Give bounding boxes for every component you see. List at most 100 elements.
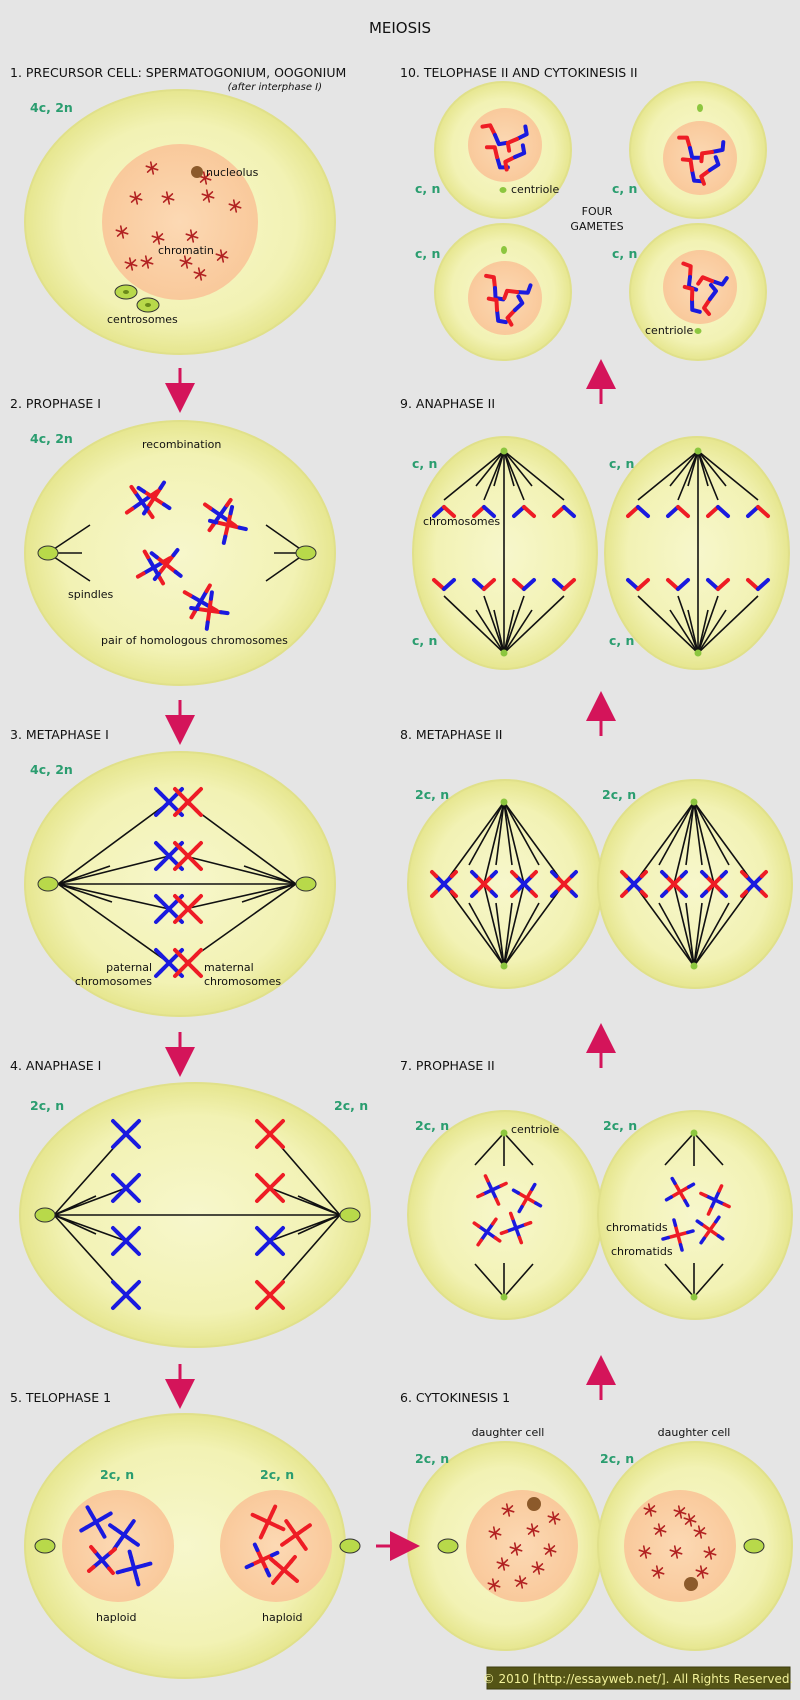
chromatin-mark (124, 257, 138, 271)
centrosome-left (34, 1207, 56, 1223)
spindle-fiber (687, 609, 699, 654)
chromatin-label: chromatin (158, 244, 214, 257)
centriole-dot (697, 104, 703, 112)
haploid-chromosome-sets (79, 1504, 312, 1587)
spindle-fiber (637, 450, 699, 501)
chromosome (173, 787, 203, 817)
spindle-fiber (669, 609, 699, 654)
nucleus (102, 144, 258, 300)
chromosome (250, 1504, 286, 1540)
spindle-fiber (493, 609, 505, 654)
stage-10-title: 10. TELOPHASE II AND CYTOKINESIS II (400, 65, 638, 80)
spindle-fiber (503, 450, 515, 487)
stage-6-ploidy-left: 2c, n (415, 1451, 449, 1466)
chromosome (173, 894, 203, 924)
chromatid (706, 578, 730, 591)
chromatid (505, 124, 529, 153)
centriole-dot (500, 962, 508, 970)
centriole-dot (499, 187, 507, 193)
chromosome (470, 870, 498, 898)
spindle-fiber (658, 801, 695, 866)
chromosome (620, 870, 648, 898)
centriole-dot (694, 649, 702, 657)
chromosome (740, 870, 768, 898)
chromatid (432, 505, 456, 518)
maternal-label-1: maternal (204, 961, 254, 974)
chromosome (280, 1519, 312, 1551)
spindle-fiber (483, 595, 505, 654)
spindle-fiber (697, 450, 719, 501)
chromatin-mark (215, 249, 229, 263)
chromatid (432, 578, 456, 591)
centriole-dot (690, 798, 698, 806)
stage-9-title: 9. ANAPHASE II (400, 396, 495, 411)
spindle-fibers (53, 1133, 341, 1296)
centriole-dot (500, 1129, 508, 1137)
stage-4-title: 4. ANAPHASE I (10, 1058, 101, 1073)
paternal-label-1: paternal (106, 961, 152, 974)
stage-9-ploidy-bottom-right: c, n (609, 633, 634, 648)
chromatin-mark (669, 1545, 683, 1559)
homologous-pairs (124, 480, 248, 631)
chromosome (111, 1173, 141, 1203)
spindle-fiber (677, 595, 699, 654)
nucleolus-left (527, 1497, 541, 1511)
daughter-cell-label-left: daughter cell (472, 1426, 545, 1439)
centrosome-right (339, 1538, 361, 1554)
gametes-label: GAMETES (570, 220, 623, 233)
centriole-dot (501, 246, 507, 254)
chromatid (702, 283, 718, 316)
recombination-label: recombination (142, 438, 221, 451)
centrosome-left (37, 545, 59, 561)
stage-2-ploidy: 4c, 2n (30, 431, 73, 446)
spindle-fiber (693, 902, 730, 967)
separating-chromatids (432, 505, 770, 591)
chromosome (510, 870, 538, 898)
stage-4-cell (19, 1082, 371, 1348)
spindle-fiber (468, 902, 505, 967)
centriole-dot (500, 447, 508, 455)
chromatin-mark (201, 189, 215, 203)
spindle-fiber (693, 801, 730, 866)
chromosome (244, 1542, 280, 1578)
chromatin-mark (703, 1546, 717, 1560)
chromatin-mark (185, 229, 199, 243)
centriole-dot (690, 1129, 698, 1137)
chromatid (626, 505, 650, 518)
chromatin-mark (179, 255, 193, 269)
stage-3-ploidy: 4c, 2n (30, 762, 73, 777)
spindle-fiber (503, 801, 525, 885)
centrosome-left (37, 876, 59, 892)
spindle-fiber (443, 450, 505, 501)
chromatid (746, 578, 770, 591)
centrosome-left (437, 1538, 459, 1554)
spindle-fiber (697, 450, 709, 487)
chromatin-mark (193, 267, 207, 281)
centrosome-right (295, 876, 317, 892)
spindle-fiber (443, 801, 505, 885)
spindle-fiber (483, 801, 505, 885)
spindle-fiber (503, 450, 565, 501)
chromatin-mark (638, 1545, 652, 1559)
chromatin-mark (651, 1565, 665, 1579)
stage-10-ploidy-2: c, n (612, 181, 637, 196)
nucleolus-right (684, 1577, 698, 1591)
spindle-fiber (503, 883, 525, 967)
chromosome (173, 841, 203, 871)
chromosome (255, 1173, 285, 1203)
centrosome-right (743, 1538, 765, 1554)
chromatid (552, 578, 576, 591)
aligned-homologous-pairs (154, 787, 203, 978)
chromosome (111, 1119, 141, 1149)
chromatin-mark (198, 171, 212, 185)
chromatid (706, 505, 730, 518)
spindle-fiber (693, 883, 715, 967)
chromatin-mark (514, 1575, 528, 1589)
stage-9-ploidy-bottom-left: c, n (412, 633, 437, 648)
chromatin-mark (161, 191, 175, 205)
spindle-fiber (687, 450, 699, 487)
stage-2-title: 2. PROPHASE I (10, 396, 101, 411)
haploid-label-left: haploid (96, 1611, 137, 1624)
chromatin-mark (547, 1511, 561, 1525)
chromatin-mark (695, 1565, 709, 1579)
